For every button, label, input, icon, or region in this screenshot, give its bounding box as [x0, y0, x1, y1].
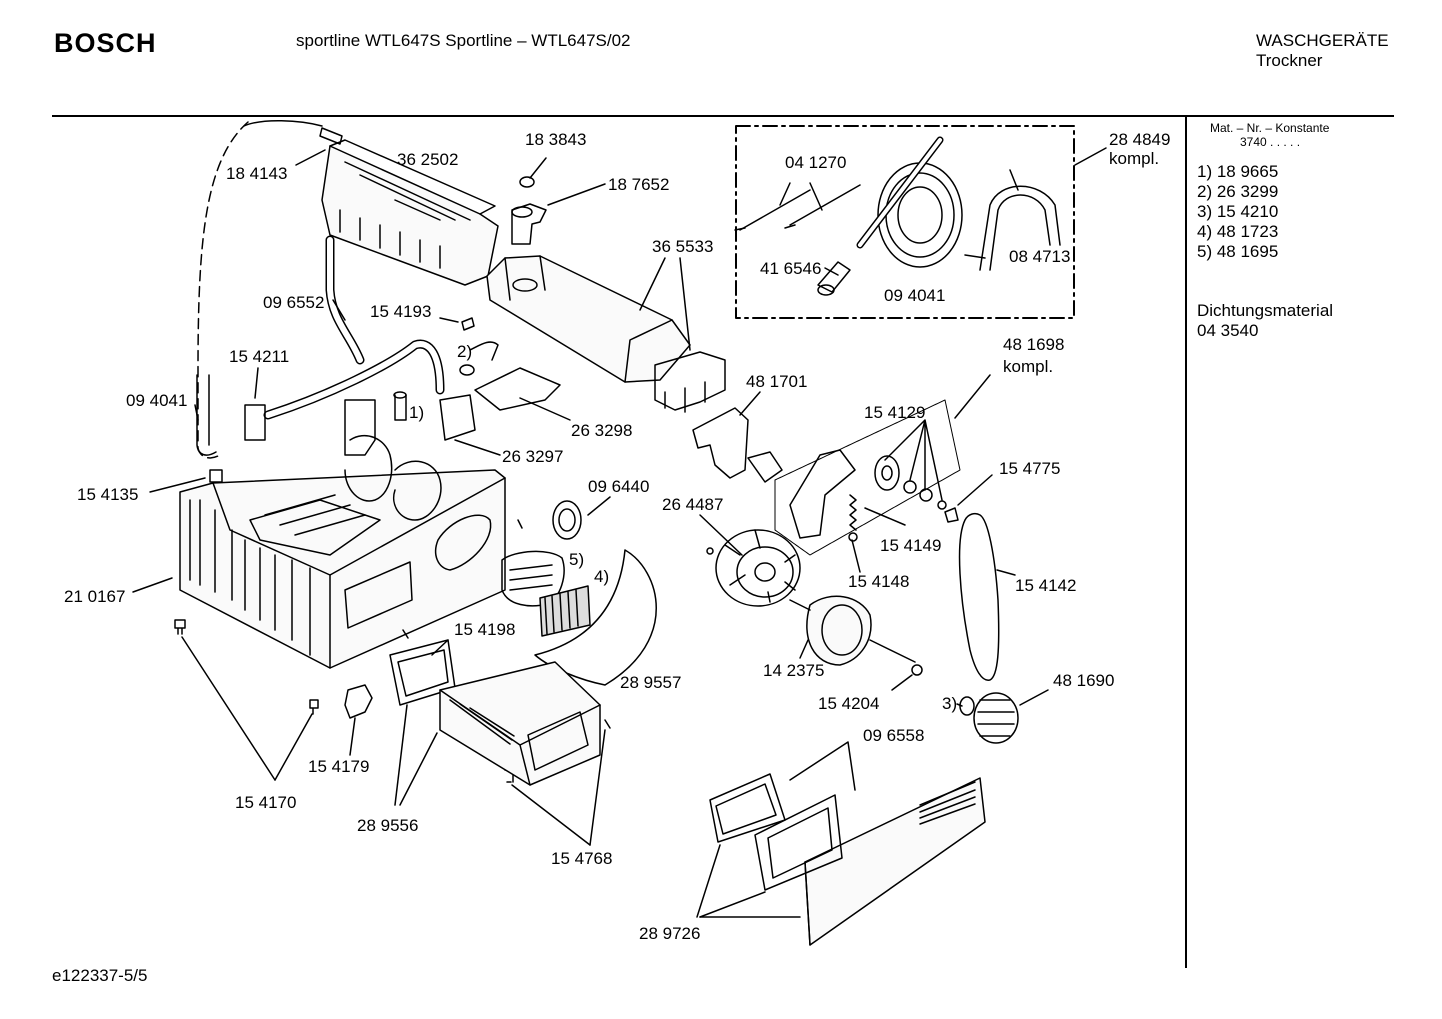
- door-gasket: [709, 773, 786, 843]
- callout: 48 1701: [746, 372, 807, 391]
- small-valve: [319, 127, 535, 188]
- callout: 09 6440: [588, 477, 649, 496]
- front-panel: [804, 777, 986, 946]
- clip-parts: [393, 317, 499, 441]
- callout: 5): [569, 550, 584, 569]
- sidebar-divider: [1185, 116, 1187, 968]
- callout: 48 1690: [1053, 671, 1114, 690]
- tank-hose: [325, 235, 365, 365]
- callout: 28 4849: [1109, 130, 1170, 149]
- callout: 15 4129: [864, 403, 925, 422]
- callout: 09 4041: [884, 286, 945, 305]
- callout: 18 3843: [525, 130, 586, 149]
- bearing-bracket: [692, 407, 783, 483]
- callout: kompl.: [1109, 149, 1159, 168]
- model-title: sportline WTL647S Sportline – WTL647S/02: [296, 31, 631, 50]
- callout: 41 6546: [760, 259, 821, 278]
- callout: 3): [942, 694, 957, 713]
- callout: 15 4170: [235, 793, 296, 812]
- header-divider: [52, 115, 1394, 117]
- sensor-clip: [344, 684, 373, 719]
- callout: 36 5533: [652, 237, 713, 256]
- door-frame: [754, 794, 843, 891]
- lint-filter-box: [439, 661, 601, 786]
- callout: kompl.: [1003, 357, 1053, 376]
- callout: 21 0167: [64, 587, 125, 606]
- belt-pulley: [959, 692, 1019, 744]
- sidebar-part-item: 5) 48 1695: [1197, 242, 1279, 261]
- tension-arm: [774, 399, 961, 556]
- fan-wheel: [715, 529, 801, 607]
- callout: 48 1698: [1003, 335, 1064, 354]
- callout: 28 9557: [620, 673, 681, 692]
- callout: 09 6558: [863, 726, 924, 745]
- callout: 26 3298: [571, 421, 632, 440]
- callout: 28 9726: [639, 924, 700, 943]
- callout: 09 6552: [263, 293, 324, 312]
- sidebar-part-list: 1) 18 9665 2) 26 3299 3) 15 4210 4) 48 1…: [1197, 162, 1278, 262]
- material-label: Dichtungsmaterial: [1197, 301, 1334, 320]
- sidebar-part-item: 1) 18 9665: [1197, 162, 1279, 181]
- callout: 15 4211: [229, 347, 289, 366]
- callout: 1): [409, 403, 424, 422]
- callout: 15 4204: [818, 694, 879, 713]
- footer-code: e122337-5/5: [52, 966, 148, 985]
- kit-holder: [979, 169, 1061, 271]
- callout: 15 4179: [308, 757, 369, 776]
- sidebar-part-item: 4) 48 1723: [1197, 222, 1279, 241]
- callout: 4): [594, 567, 609, 586]
- subcategory-label: Trockner: [1256, 51, 1323, 70]
- material-number: 04 3540: [1197, 321, 1259, 340]
- callout: 15 4193: [370, 302, 431, 321]
- callout: 15 4768: [551, 849, 612, 868]
- brand-logo: BOSCH: [54, 28, 157, 58]
- callout: 36 2502: [397, 150, 458, 169]
- kit-hose-coil: [856, 136, 963, 268]
- kit-cable-ties: [734, 184, 861, 231]
- callout: 04 1270: [785, 153, 846, 172]
- callout: 15 4775: [999, 459, 1060, 478]
- callout-labels: 18 4143 36 2502 18 3843 18 7652 36 5533 …: [64, 130, 1170, 943]
- pulley: [874, 455, 947, 510]
- callout: 26 4487: [662, 495, 723, 514]
- spring: [848, 494, 858, 542]
- float-switch: [654, 351, 726, 413]
- callout: 08 4713: [1009, 247, 1070, 266]
- category-label: WASCHGERÄTE: [1256, 31, 1389, 50]
- leader-lines: [132, 149, 1049, 918]
- curved-duct: [534, 549, 657, 686]
- drain-hose: [244, 339, 445, 441]
- callout: 18 4143: [226, 164, 287, 183]
- filter-frame: [501, 550, 565, 607]
- sidebar-part-item: 2) 26 3299: [1197, 182, 1279, 201]
- seal-ring: [552, 500, 582, 540]
- callout: 2): [457, 342, 472, 361]
- callout: 15 4142: [1015, 576, 1076, 595]
- leader-line: [1074, 147, 1107, 166]
- filter-mesh: [539, 585, 591, 637]
- callout: 18 7652: [608, 175, 669, 194]
- bracket-parts: [209, 399, 376, 483]
- callout: 15 4198: [454, 620, 515, 639]
- sidebar-subheading: 3740 . . . . .: [1240, 135, 1301, 149]
- sidebar-heading: Mat. – Nr. – Konstante: [1210, 121, 1330, 135]
- callout: 15 4135: [77, 485, 138, 504]
- drive-belt: [958, 512, 1000, 681]
- callout: 14 2375: [763, 661, 824, 680]
- sidebar-part-item: 3) 15 4210: [1197, 202, 1279, 221]
- kit-box-outline: [735, 125, 1075, 319]
- callout: 15 4148: [848, 572, 909, 591]
- condensate-hose: [196, 119, 323, 459]
- bolt: [944, 507, 959, 523]
- callout: 28 9556: [357, 816, 418, 835]
- kit-fitting: [817, 261, 851, 296]
- callout: 09 4041: [126, 391, 187, 410]
- motor: [789, 595, 923, 676]
- pump-part: [511, 203, 547, 245]
- callout: 26 3297: [502, 447, 563, 466]
- callout: 15 4149: [880, 536, 941, 555]
- cover-plate: [474, 367, 561, 411]
- base-frame: [179, 434, 506, 669]
